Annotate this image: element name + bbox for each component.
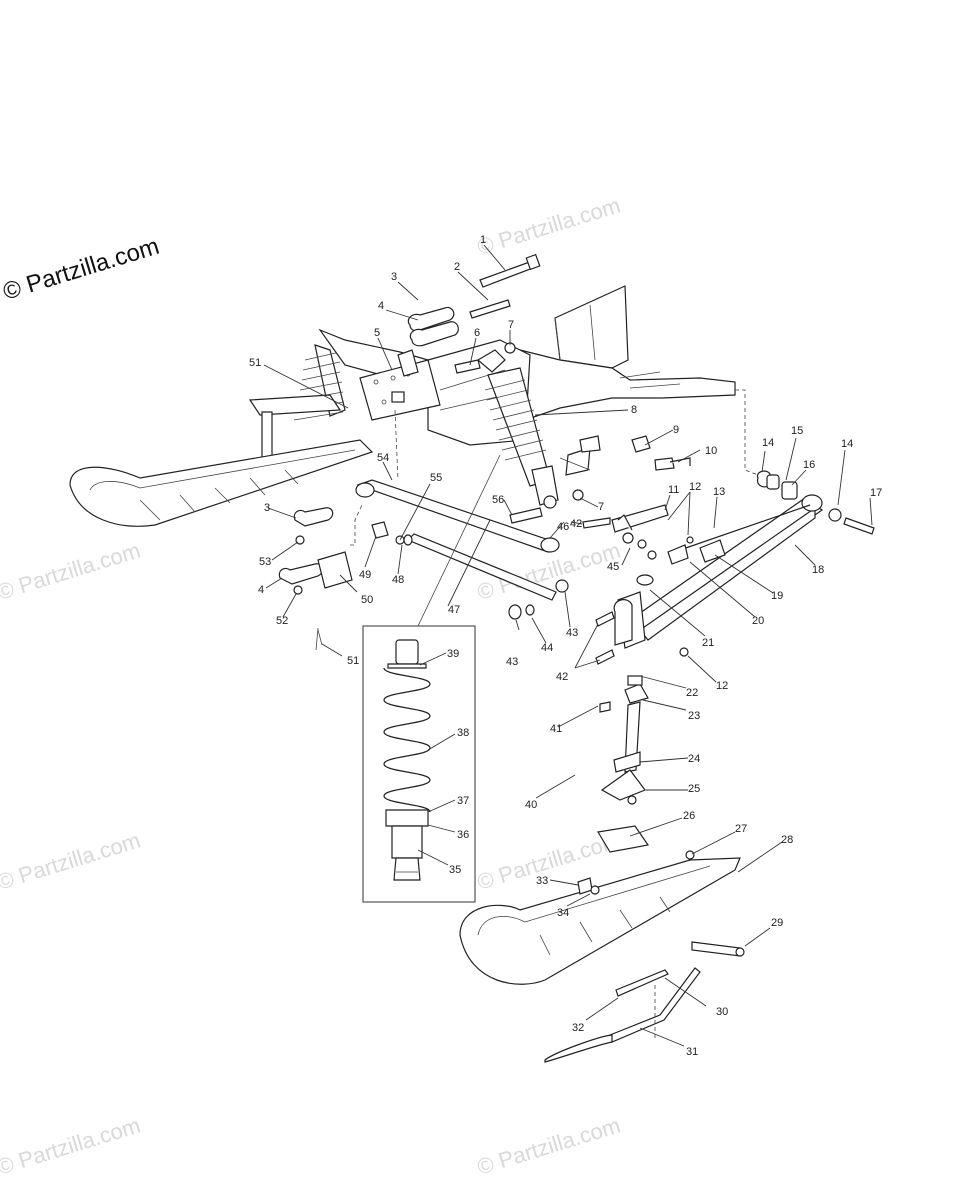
callout-4-top: 4 bbox=[378, 300, 384, 312]
shock-bushing-parts bbox=[617, 470, 875, 535]
callout-3-top: 3 bbox=[391, 271, 397, 283]
callout-12-upper: 12 bbox=[689, 481, 701, 493]
callout-52: 52 bbox=[276, 615, 288, 627]
callout-16: 16 bbox=[803, 459, 815, 471]
callout-23: 23 bbox=[688, 710, 700, 722]
watermark: © Partzilla.com bbox=[0, 538, 143, 605]
misc-hardware bbox=[508, 435, 726, 713]
callout-10: 10 bbox=[705, 445, 717, 457]
callout-2: 2 bbox=[454, 261, 460, 273]
callout-14-left: 14 bbox=[762, 437, 774, 449]
callout-13: 13 bbox=[713, 486, 725, 498]
callout-41: 41 bbox=[550, 723, 562, 735]
upper-hardware bbox=[407, 253, 541, 374]
callout-18: 18 bbox=[812, 564, 824, 576]
watermark-layer: © Partzilla.com © Partzilla.com © Partzi… bbox=[0, 193, 623, 1180]
callout-36: 36 bbox=[457, 829, 469, 841]
callout-6: 6 bbox=[474, 327, 480, 339]
spindle-assembly bbox=[600, 574, 654, 805]
watermark: © Partzilla.com bbox=[474, 193, 623, 260]
callout-28: 28 bbox=[781, 834, 793, 846]
callout-29: 29 bbox=[771, 917, 783, 929]
callout-11: 11 bbox=[668, 484, 679, 496]
callout-56: 56 bbox=[492, 494, 504, 506]
callout-35: 35 bbox=[449, 864, 461, 876]
callout-19: 19 bbox=[771, 590, 783, 602]
callout-9: 9 bbox=[673, 424, 679, 436]
callout-26: 26 bbox=[683, 810, 695, 822]
callout-50: 50 bbox=[361, 594, 373, 606]
callout-1: 1 bbox=[480, 234, 486, 246]
callout-47: 47 bbox=[448, 604, 460, 616]
callout-43-right: 43 bbox=[566, 627, 578, 639]
callout-8: 8 bbox=[631, 404, 637, 416]
callout-42-upper: 42 bbox=[570, 518, 582, 530]
callout-30: 30 bbox=[716, 1006, 728, 1018]
callout-32: 32 bbox=[572, 1022, 584, 1034]
watermark: © Partzilla.com bbox=[0, 1113, 143, 1180]
callout-34: 34 bbox=[557, 907, 569, 919]
trailing-arm bbox=[628, 494, 824, 641]
callout-48: 48 bbox=[392, 574, 404, 586]
shock-detail-box bbox=[362, 454, 501, 903]
callout-7-top: 7 bbox=[508, 319, 514, 331]
callout-5: 5 bbox=[374, 327, 380, 339]
callout-3-bottom: 3 bbox=[264, 502, 270, 514]
callout-14-right: 14 bbox=[841, 438, 853, 450]
callout-labels: 1 2 3 4 5 6 7 8 9 10 11 12 13 14 15 16 1… bbox=[249, 234, 882, 1058]
callout-22: 22 bbox=[686, 687, 698, 699]
callout-39: 39 bbox=[447, 648, 459, 660]
radius-rods bbox=[355, 479, 560, 601]
callout-7-lower: 7 bbox=[598, 501, 604, 513]
left-suspension-assembly bbox=[69, 328, 441, 527]
callout-20: 20 bbox=[752, 615, 764, 627]
watermark: © Partzilla.com bbox=[0, 828, 143, 895]
left-bracket-hardware bbox=[278, 409, 405, 651]
callout-53: 53 bbox=[259, 556, 271, 568]
front-shock-absorber bbox=[476, 349, 559, 509]
callout-51-bottom: 51 bbox=[347, 655, 359, 667]
callout-25: 25 bbox=[688, 783, 700, 795]
callout-51-top: 51 bbox=[249, 357, 261, 369]
callout-33: 33 bbox=[536, 875, 548, 887]
callout-46: 46 bbox=[557, 521, 569, 533]
callout-4-bottom: 4 bbox=[258, 584, 264, 596]
callout-12-lower: 12 bbox=[716, 680, 728, 692]
callout-54: 54 bbox=[377, 452, 389, 464]
callout-24: 24 bbox=[688, 753, 700, 765]
callout-17: 17 bbox=[870, 487, 882, 499]
callout-42-lower: 42 bbox=[556, 671, 568, 683]
drawing bbox=[69, 253, 875, 1063]
callout-49: 49 bbox=[359, 569, 371, 581]
front-ski bbox=[459, 825, 745, 1063]
callout-21: 21 bbox=[702, 637, 714, 649]
callout-40: 40 bbox=[525, 799, 537, 811]
callout-37: 37 bbox=[457, 795, 469, 807]
callout-15: 15 bbox=[791, 425, 803, 437]
callout-27: 27 bbox=[735, 823, 747, 835]
callout-44: 44 bbox=[541, 642, 553, 654]
callout-38: 38 bbox=[457, 727, 469, 739]
callout-43-left: 43 bbox=[506, 656, 518, 668]
callout-45: 45 bbox=[607, 561, 619, 573]
watermark: © Partzilla.com bbox=[474, 1113, 623, 1180]
callout-55: 55 bbox=[430, 472, 442, 484]
watermark-main: © Partzilla.com bbox=[0, 233, 162, 306]
leader-lines bbox=[263, 244, 873, 1047]
callout-31: 31 bbox=[686, 1046, 698, 1058]
